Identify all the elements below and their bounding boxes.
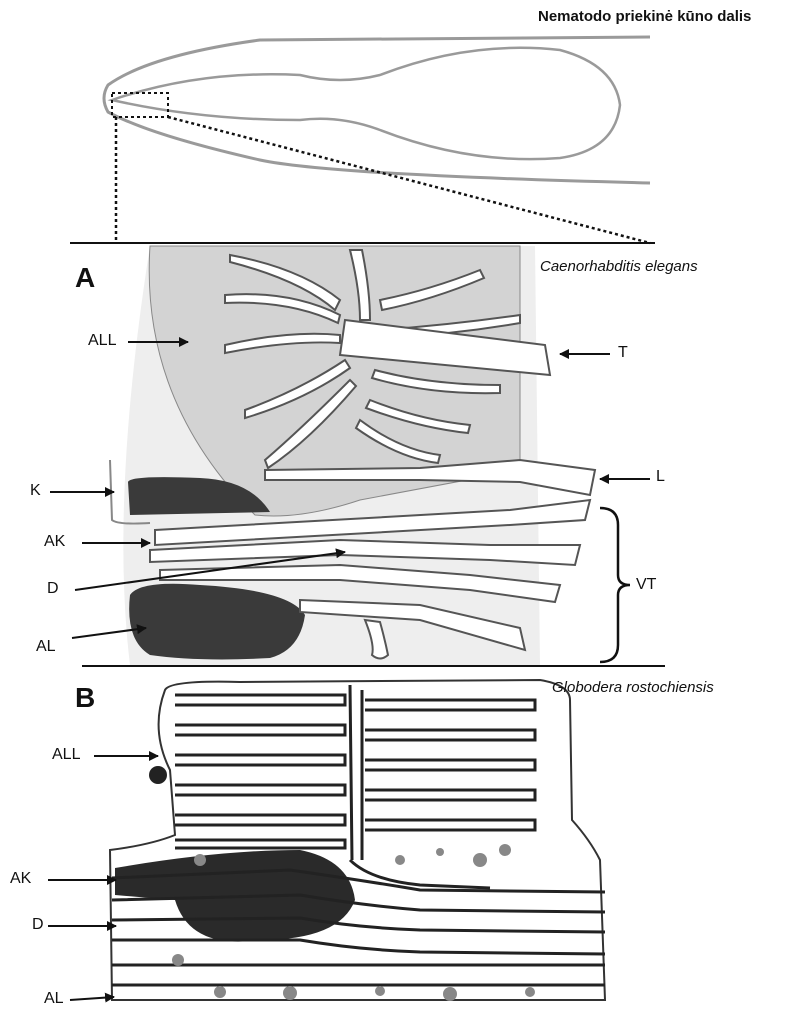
label-b-d: D [32,916,44,934]
panel-a-species: Caenorhabditis elegans [540,258,698,275]
label-b-all: ALL [52,746,80,764]
vt-brace [600,508,630,662]
label-a-t: T [618,344,628,362]
label-a-all: ALL [88,332,116,350]
nematode-outline [104,37,650,183]
label-a-vt: VT [636,576,656,594]
panel-a-letter: A [75,262,95,294]
label-a-l: L [656,468,665,486]
label-a-d: D [47,580,59,598]
figure-title: Nematodo priekinė kūno dalis [538,8,751,25]
panel-a-drawing [110,246,595,665]
panel-b-species: Globodera rostochiensis [552,679,714,696]
panel-b-letter: B [75,682,95,714]
label-a-al: AL [36,638,56,656]
label-b-ak: AK [10,870,31,888]
arrow-b-al [70,997,114,1000]
panel-b-drawing [110,680,605,1001]
label-a-ak: AK [44,533,65,551]
label-a-k: K [30,482,41,500]
label-b-al: AL [44,990,64,1008]
